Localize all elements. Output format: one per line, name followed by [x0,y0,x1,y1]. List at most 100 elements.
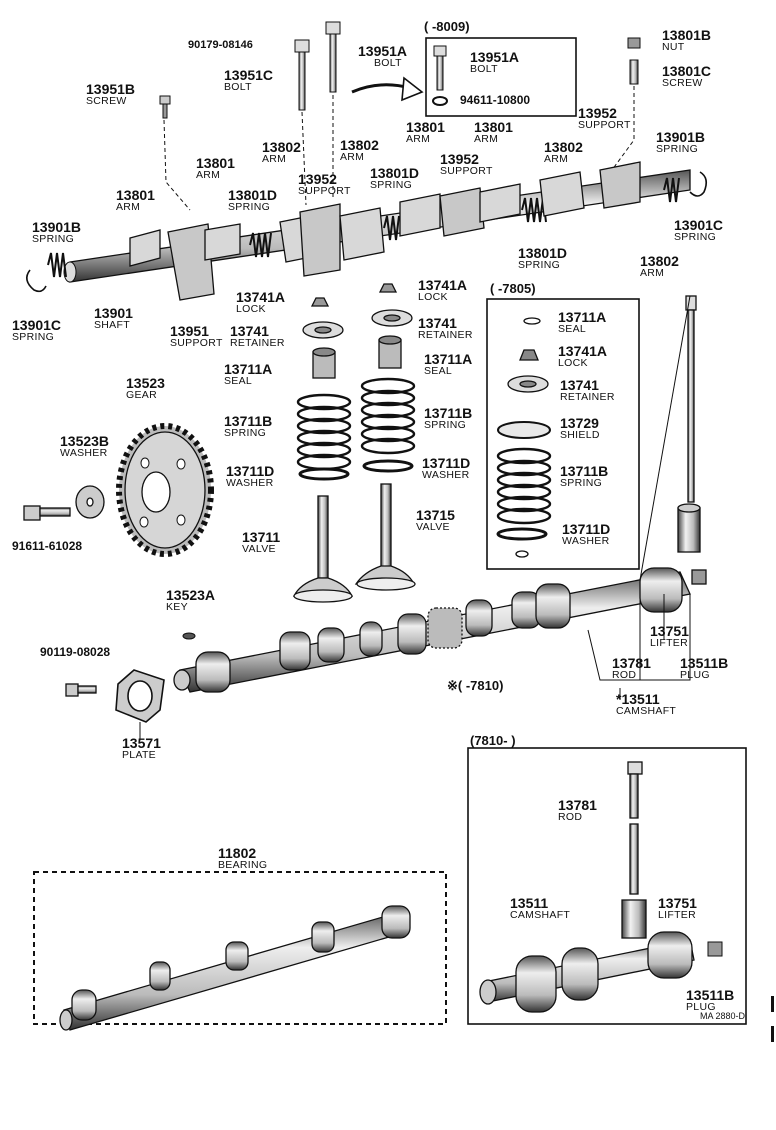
valve-assembly-left [302,297,344,379]
valve-detail-box [486,298,640,570]
leader-lines [139,295,691,740]
margin-marks [771,996,774,1042]
shaft-end-clips [26,171,708,293]
bolt-13951c [294,39,310,111]
part-label-90119-08028: 90119-08028 [40,645,111,659]
pushrod-right [677,295,707,585]
plate-bolt [65,683,97,697]
diagram-code: MA 2880-D [700,1011,746,1021]
late-plug [707,941,723,957]
main-camshaft [173,567,691,693]
late-pushrod [621,761,647,939]
nut-screw-13801 [627,37,641,85]
date-range-bolt-box: ( -8009) [424,19,470,34]
cam-gear [116,423,214,557]
valve-spring-mid [360,377,416,473]
shaft-springs [47,177,680,278]
key [182,632,196,640]
camshaft-late-box [467,747,747,1025]
camshaft-plate [115,669,165,723]
gear-bolt [23,505,71,521]
bolt-change-arrow [351,76,424,102]
late-camshaft [479,931,695,1013]
date-range-late-box: (7810- ) [470,733,516,748]
valve-spring-left [296,393,352,481]
part-label-91611-61028: 91611-61028 [12,539,83,553]
bearing-camshaft [59,905,411,1031]
bearing-dashed-box [33,871,447,1025]
gear-washer [75,485,105,519]
valve-mid [354,483,416,591]
valve-spring-boxed [496,447,552,558]
valve-assembly-mid [371,283,413,369]
guide-lines [163,86,635,211]
rocker-blocks [129,161,641,301]
date-range-valve-box: ( -7805) [490,281,536,296]
valve-left [292,495,354,603]
bolt-13951a [325,21,341,93]
part-label-90179-08146: 90179-08146 [188,39,253,51]
valve-assembly-boxed [497,317,551,439]
box-bolt [432,45,448,106]
bolt-detail-box [425,37,577,117]
screw-13951b [159,95,171,119]
